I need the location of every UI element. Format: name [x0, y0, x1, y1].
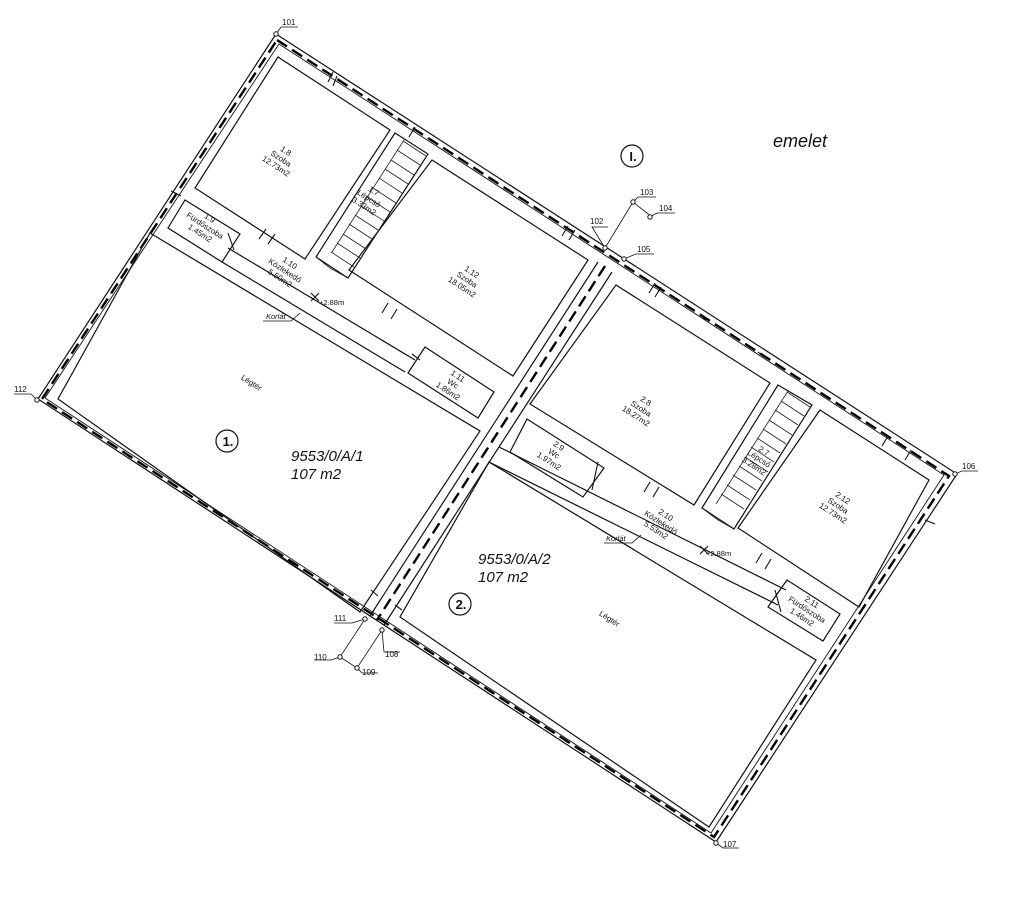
- room-2-12-label: 2.12 Szoba 12.73m2: [817, 490, 852, 526]
- korlat-2: Korlát: [604, 534, 642, 544]
- room-2-10-label: 2.10 Közlekedő 5.53m2: [642, 507, 679, 541]
- unit-1-rooms: [57, 56, 589, 613]
- party-wall: [369, 261, 613, 626]
- korlat-1: Korlát: [263, 312, 301, 322]
- stair-2-treads: [701, 390, 811, 530]
- unit-2-rooms: [399, 284, 930, 828]
- unit-2-id: 9553/0/A/2: [478, 551, 551, 568]
- unit-2-circle: [448, 592, 472, 616]
- unit-1-area: 107 m2: [291, 466, 342, 483]
- room-1-12-label: 1.12 Szoba 18.05m2: [446, 264, 481, 300]
- survey-points: [34, 31, 958, 846]
- outer-walls: [37, 33, 958, 843]
- room-2-9-label: 2.9 Wc 1.97m2: [535, 439, 566, 472]
- svg-text:+2.88m: +2.88m: [319, 298, 344, 307]
- room-2-7-label: 2.7 Lépcső 3.28m2: [740, 444, 772, 477]
- point-103: 103: [640, 188, 654, 197]
- point-106: 106: [962, 462, 976, 471]
- point-107: 107: [723, 840, 737, 849]
- level-circle: [620, 144, 644, 168]
- unit-2-area: 107 m2: [478, 569, 529, 586]
- room-1-7-label: 1.7 Lépcső 3.33m2: [350, 184, 382, 217]
- legter-2-label: Légtér: [597, 609, 621, 629]
- unit-2-number: 2.: [456, 597, 467, 612]
- room-2-11-label: 2.11 Fürdőszoba 1.46m2: [787, 594, 828, 628]
- point-110: 110: [314, 653, 327, 662]
- floor-title: emelet: [773, 131, 828, 151]
- svg-text:+2.88m: +2.88m: [706, 549, 731, 558]
- property-boundary: [40, 38, 951, 839]
- room-2-8-label: 2.8 Szoba 18.27m2: [620, 394, 653, 428]
- room-1-8-label: 1.8 Szoba 12.73m2: [260, 144, 293, 178]
- point-112: 112: [14, 385, 27, 394]
- point-104: 104: [659, 204, 673, 213]
- point-105: 105: [637, 245, 651, 254]
- height-marker-2: +2.88m: [699, 545, 731, 558]
- point-108: 108: [385, 650, 399, 659]
- survey-leaders: [14, 26, 978, 849]
- room-1-11-label: 1.11 Wc 1.86m2: [434, 368, 467, 402]
- legter-1-label: Légtér: [239, 373, 263, 393]
- level-label: I.: [629, 149, 636, 164]
- svg-text:Korlát: Korlát: [266, 312, 287, 321]
- point-102: 102: [590, 217, 604, 226]
- point-111: 111: [334, 614, 347, 623]
- stair-1-treads: [315, 139, 427, 279]
- unit-1-number: 1.: [223, 434, 234, 449]
- room-1-9-label: 1.9 Fürdőszoba 1.45m2: [185, 210, 226, 244]
- survey-point-labels: 101 102 103 104 105 106 107 108 109 110 …: [14, 18, 976, 849]
- height-marker-1: +2.88m: [310, 292, 344, 307]
- point-101: 101: [282, 18, 296, 27]
- unit-1-id: 9553/0/A/1: [291, 448, 364, 465]
- unit-1-circle: [215, 429, 239, 453]
- wall-ticks: [170, 71, 936, 613]
- svg-text:Korlát: Korlát: [606, 534, 627, 543]
- room-1-10-label: 1.10 Közlekedő 5.50m2: [266, 255, 303, 289]
- point-109: 109: [362, 668, 376, 677]
